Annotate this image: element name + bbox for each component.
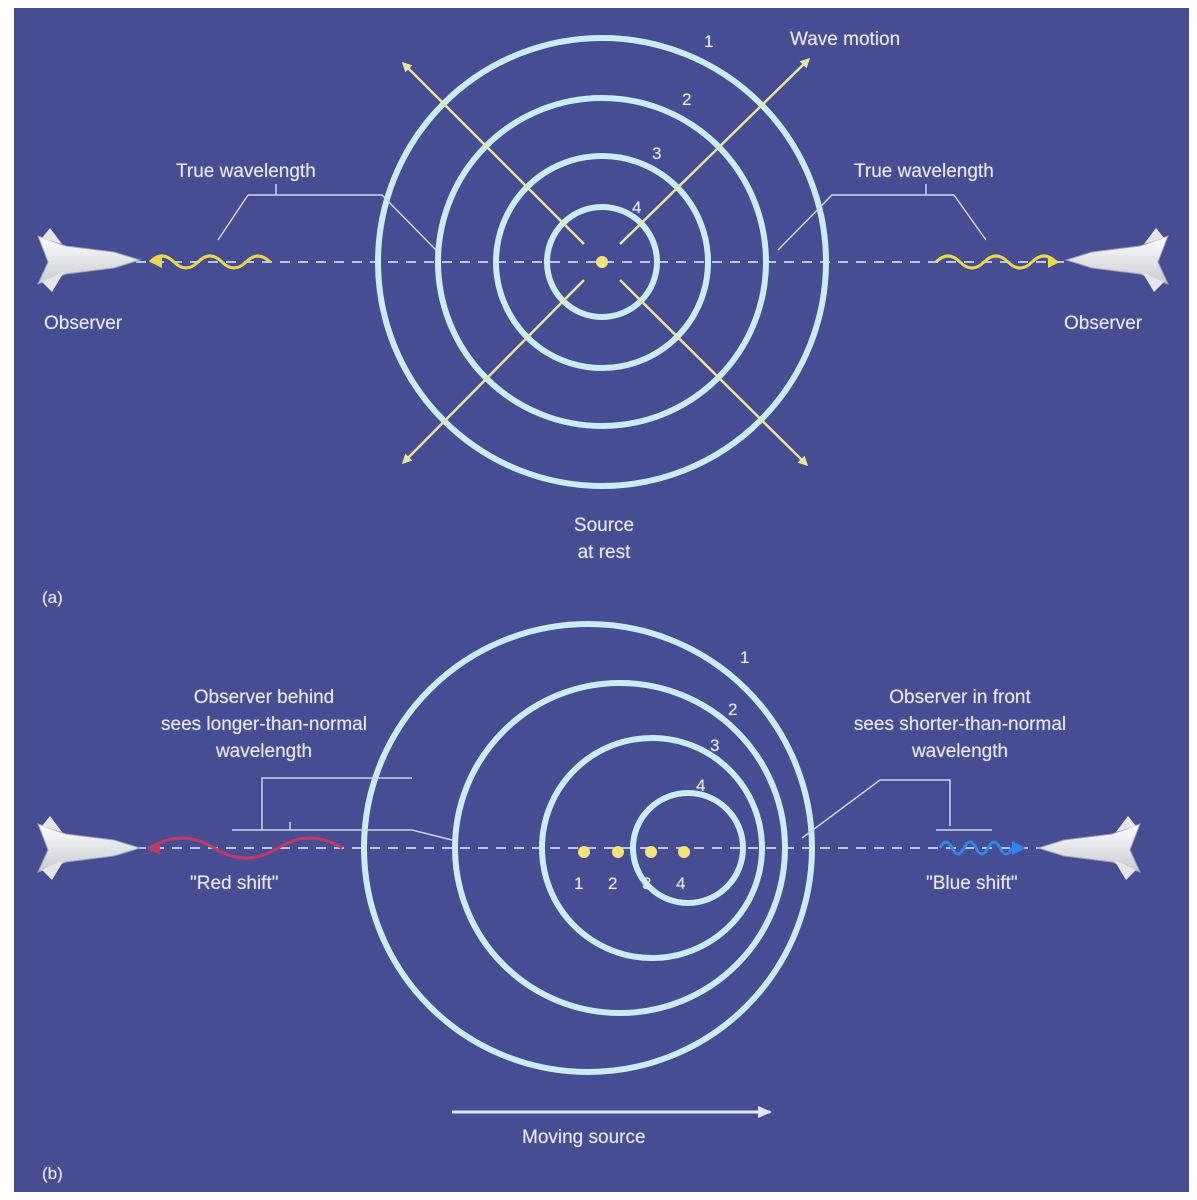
- wave-motion-arrow-nw: [401, 61, 585, 245]
- callout-true-wavelength-left: [248, 184, 437, 251]
- red-shift-wave: [149, 836, 343, 860]
- source-dot-a: [596, 256, 608, 268]
- wavefront-a-4: [544, 204, 660, 320]
- observer-behind-line-2: sees longer-than-normal: [161, 714, 367, 735]
- panel-b-label: (b): [42, 1164, 63, 1183]
- wavefront-b-2: [452, 680, 788, 1016]
- wave-motion-arrow-se: [619, 279, 809, 467]
- source-position-dot-1: [578, 846, 590, 858]
- wave-motion-arrow-ne: [619, 57, 811, 245]
- source-label-line-2: at rest: [577, 542, 631, 563]
- source-position-dot-3: [645, 846, 657, 858]
- observer-ship-front: [1036, 816, 1141, 880]
- moving-source-label: Moving source: [522, 1127, 646, 1148]
- wavefront-a-1: [375, 35, 829, 489]
- source-position-1: 1: [574, 874, 584, 893]
- observer-behind-label: Observer behind sees longer-than-normal …: [114, 684, 414, 765]
- red-shift-arrowhead: [146, 841, 160, 855]
- observer-right-label: Observer: [1064, 313, 1143, 334]
- observer-front-label: Observer in front sees shorter-than-norm…: [810, 684, 1110, 765]
- blue-shift-label: "Blue shift": [926, 873, 1018, 894]
- source-position-2: 2: [608, 874, 618, 893]
- observer-front-line-1: Observer in front: [889, 687, 1031, 708]
- crest-number-a-1: 1: [704, 32, 714, 51]
- crest-number-a-3: 3: [652, 144, 662, 163]
- source-position-4: 4: [676, 874, 686, 893]
- wave-motion-arrow-sw: [401, 279, 585, 465]
- wavefront-b-1: [361, 621, 815, 1075]
- panel-a-label: (a): [42, 588, 63, 607]
- diagram-frame: 1 2 3 4 Wave motion True wavelength True…: [14, 8, 1189, 1192]
- source-position-dot-4: [678, 846, 690, 858]
- true-wave-right-arrowhead: [1048, 256, 1060, 268]
- observer-behind-line-3: wavelength: [215, 741, 313, 762]
- panel-a: [37, 35, 1169, 489]
- wavefront-b-4: [630, 790, 746, 906]
- observer-behind-line-1: Observer behind: [193, 687, 335, 708]
- crest-number-a-4: 4: [632, 198, 642, 217]
- blue-shift-wave: [938, 840, 1014, 856]
- true-wavelength-left-label: True wavelength: [176, 161, 316, 182]
- wave-motion-label: Wave motion: [790, 29, 901, 50]
- wavefront-a-3: [493, 153, 711, 371]
- true-wavelength-right-label: True wavelength: [854, 161, 994, 182]
- doppler-diagram: [37, 35, 1169, 1118]
- observer-ship-left: [37, 228, 142, 292]
- callout-observer-front: [801, 779, 951, 839]
- callout-observer-behind: [232, 822, 453, 841]
- blue-shift-arrowhead: [1012, 841, 1026, 855]
- panel-b: [37, 621, 1141, 1118]
- observer-ship-right: [1064, 228, 1169, 292]
- source-at-rest-label: Source at rest: [554, 512, 654, 566]
- callout-true-wavelength-right: [777, 184, 954, 251]
- crest-number-b-1: 1: [740, 648, 750, 667]
- observer-front-line-2: sees shorter-than-normal: [853, 714, 1067, 735]
- crest-number-b-4: 4: [696, 776, 706, 795]
- true-wave-right: [934, 254, 1058, 270]
- source-label-line-1: Source: [573, 515, 635, 536]
- observer-ship-behind: [37, 816, 142, 880]
- crest-number-b-2: 2: [728, 700, 738, 719]
- source-position-dot-2: [612, 846, 624, 858]
- red-shift-label: "Red shift": [190, 873, 279, 894]
- observer-front-line-3: wavelength: [911, 741, 1009, 762]
- crest-number-a-2: 2: [682, 90, 692, 109]
- wavefront-a-2: [435, 95, 769, 429]
- true-wave-left-arrowhead: [150, 256, 162, 268]
- crest-number-b-3: 3: [710, 736, 720, 755]
- true-wave-left: [148, 254, 272, 270]
- observer-left-label: Observer: [44, 313, 123, 334]
- wavefront-b-3: [539, 735, 765, 961]
- source-position-3: 3: [642, 874, 652, 893]
